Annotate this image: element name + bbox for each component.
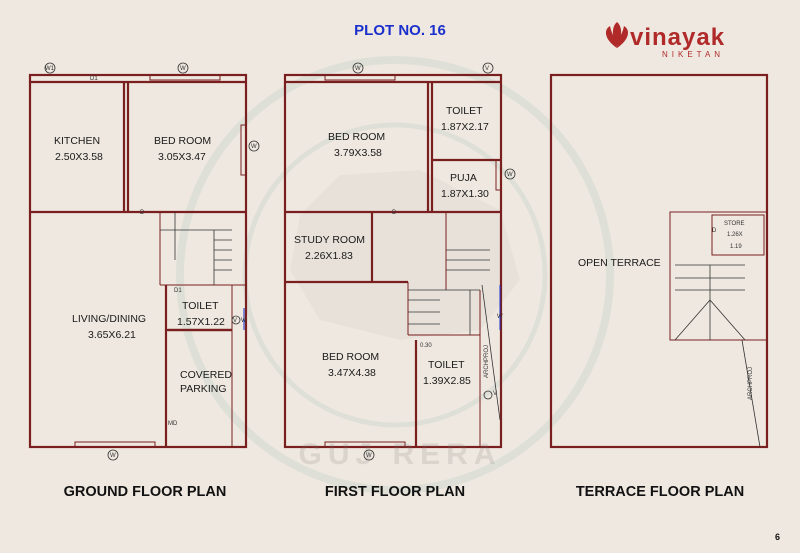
parking-line2: PARKING: [180, 383, 226, 395]
gap-dimension: 0.30: [420, 343, 432, 349]
logo-name: vinayak: [630, 24, 726, 51]
first-bedroom2-name: BED ROOM: [322, 351, 379, 363]
ground-floor-caption: GROUND FLOOR PLAN: [63, 484, 227, 500]
first-archproj: ARCHPROJ: [484, 345, 490, 378]
plot-title: PLOT NO. 16: [354, 22, 446, 39]
store-size-line3: 1.19: [730, 244, 742, 250]
store-name: STORE: [724, 221, 745, 227]
ground-bedroom-size: 3.05X3.47: [158, 151, 206, 163]
first-bedroom1-size: 3.79X3.58: [334, 147, 382, 159]
first-toilet1-name: TOILET: [446, 105, 483, 117]
terrace-archproj: ARCHPROJ: [748, 367, 754, 400]
ground-floor-plan: W1 D1 W W W D1 V W MD D KITCHEN 2.50X3.5…: [28, 62, 260, 461]
first-floor-caption: FIRST FLOOR PLAN: [324, 484, 466, 500]
store-size-line2: 1.26X: [727, 232, 743, 238]
logo-subtitle: NIKETAN: [662, 50, 725, 59]
living-name: LIVING/DINING: [72, 313, 146, 325]
parking-line1: COVERED: [180, 369, 232, 381]
ground-w-top-mark: W: [180, 66, 186, 72]
ground-w-side-mark: W: [251, 144, 257, 150]
ground-w-bottom-mark: W: [110, 453, 116, 459]
ground-d1-mark: D1: [90, 76, 98, 82]
first-w-bottom-mark: W: [366, 453, 372, 459]
ground-bedroom-name: BED ROOM: [154, 135, 211, 147]
page-number: 6: [775, 532, 781, 542]
first-toilet1-size: 1.87X2.17: [441, 121, 489, 133]
first-toilet2-size: 1.39X2.85: [423, 375, 471, 387]
first-bedroom2-size: 3.47X4.38: [328, 367, 376, 379]
first-floor-plan: W V W W D W V BED ROOM 3.79X3.58 TOILET …: [283, 62, 516, 461]
first-v-blue-mark: V: [493, 391, 497, 397]
ground-w-blue-mark: W: [241, 318, 247, 324]
puja-size: 1.87X1.30: [441, 188, 489, 200]
first-v-top-mark: V: [485, 66, 489, 72]
store-door-mark: D: [712, 228, 717, 234]
ground-toilet-name: TOILET: [182, 300, 219, 312]
ground-d1b-mark: D1: [174, 288, 182, 294]
kitchen-size: 2.50X3.58: [55, 151, 103, 163]
first-w-blue-mark: W: [497, 314, 503, 320]
study-size: 2.26X1.83: [305, 250, 353, 262]
study-name: STUDY ROOM: [294, 234, 365, 246]
living-size: 3.65X6.21: [88, 329, 136, 341]
kitchen-name: KITCHEN: [54, 135, 100, 147]
first-w-top-mark: W: [355, 66, 361, 72]
ground-d-bed-mark: D: [140, 210, 145, 216]
watermark-guj-rera: GUJ RERA: [298, 438, 502, 471]
terrace-floor-plan: OPEN TERRACE STORE 1.26X 1.19 D ARCHPROJ: [549, 73, 769, 449]
ground-w1-mark: W1: [45, 66, 55, 72]
ground-md-mark: MD: [168, 421, 178, 427]
ground-toilet-size: 1.57X1.22: [177, 316, 225, 328]
first-w-side-mark: W: [507, 172, 513, 178]
terrace-floor-caption: TERRACE FLOOR PLAN: [575, 484, 745, 500]
puja-name: PUJA: [450, 172, 477, 184]
first-bedroom1-name: BED ROOM: [328, 131, 385, 143]
first-toilet2-name: TOILET: [428, 359, 465, 371]
vinayak-logo-icon: [605, 22, 629, 48]
ground-v-mark: V: [233, 318, 237, 324]
open-terrace-label: OPEN TERRACE: [578, 257, 661, 269]
first-d-mark: D: [392, 210, 397, 216]
